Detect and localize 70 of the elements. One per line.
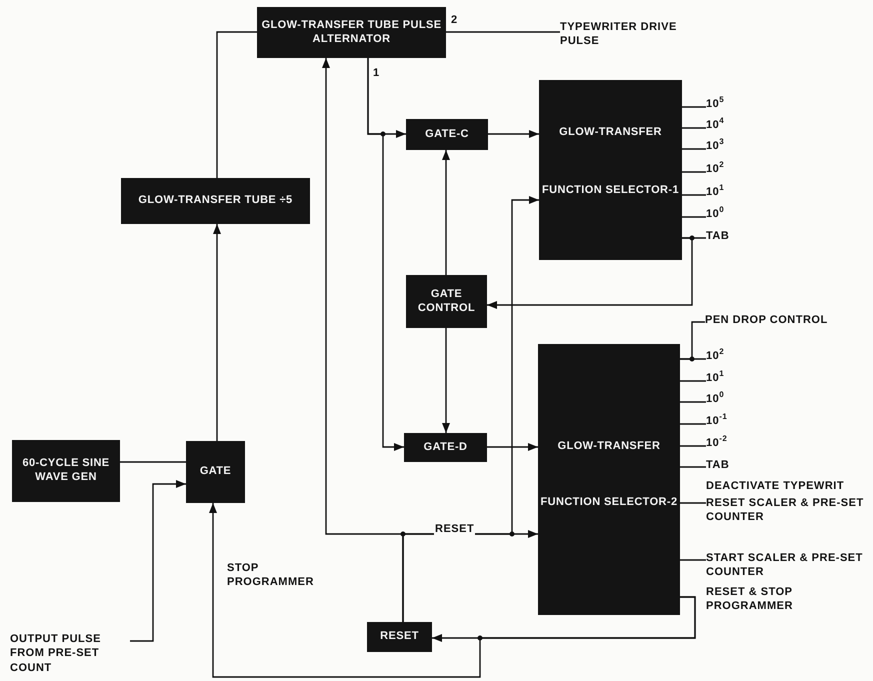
signal-label: 10$^{2}$ [706,349,724,364]
arrow [367,58,404,451]
connector-line [682,148,706,150]
arrow [130,480,186,642]
arrow [402,196,539,622]
block [404,433,487,462]
signal-label: TYPEWRITER DRIVE PULSE [560,20,678,49]
block [406,275,487,328]
block-label: GATE [200,465,232,479]
connector-line [680,445,706,447]
block-label: GLOW-TRANSFER TUBE PULSE ALTERNATOR [260,18,442,46]
block-label: GATE CONTROL [416,288,476,316]
signal-label: 10$^{0}$ [706,392,724,406]
signal-label: 10$^{1}$ [706,185,724,200]
block [257,7,446,58]
signal-label: 10$^{4}$ [706,118,724,132]
signal-label: PEN DROP CONTROL [705,313,828,328]
arrow [442,328,450,433]
block [538,344,680,615]
block [367,622,432,652]
connector-line [680,559,706,561]
connector-line [120,461,186,463]
note-label: RESET & STOP PROGRAMMER [706,585,794,614]
connector-line [446,31,560,33]
arrow [213,224,221,441]
arrow [209,503,696,678]
connector-line [680,502,706,504]
arrow [488,130,539,138]
block [12,440,120,502]
block-label: RESET [380,630,419,644]
connector-line [216,31,257,178]
connector-line [682,171,706,173]
note-label: DEACTIVATE TYPEWRIT [706,479,846,494]
signal-label: 10$^{0}$ [706,207,724,222]
signal-label: START SCALER & PRE-SET COUNTER [706,551,864,580]
block-label: GLOW-TRANSFER [556,440,662,454]
block-label: FUNCTION SELECTOR-1 [541,184,680,198]
block-label: GATE-C [425,128,469,142]
signal-label: TAB [706,458,730,472]
signal-label: 10$^{-1}$ [706,414,728,428]
signal-label: 10$^{1}$ [706,371,724,386]
signal-label: 10$^{-2}$ [706,436,728,450]
connector-line [682,127,706,129]
block [186,441,245,503]
connector-line [680,423,706,425]
arrow [442,150,450,275]
signal-label: RESET SCALER & PRE-SET COUNTER [706,496,865,525]
signal-label: TAB [706,229,730,244]
arrow [487,443,538,451]
signal-label: 10$^{5}$ [706,97,724,112]
connector-line [682,106,706,108]
block [121,178,310,224]
connector-line [680,358,706,360]
connector-line [682,216,706,218]
block-label: GLOW-TRANSFER TUBE ÷5 [138,194,293,208]
block-label: GLOW-TRANSFER [558,126,663,140]
block-label: FUNCTION SELECTOR-2 [540,496,678,510]
block-label: 60-CYCLE SINE WAVE GEN [21,457,111,485]
block [406,119,488,150]
connector-line [680,466,706,468]
connector-line [680,380,706,382]
connector-line [682,194,706,196]
signal-label: 10$^{2}$ [706,162,724,176]
block [539,80,682,260]
signal-label: OUTPUT PULSE FROM PRE-SET COUNT [10,632,102,675]
connector-line [680,401,706,403]
arrow [487,237,693,309]
signal-label: 10$^{3}$ [706,139,724,154]
block-label: GATE-D [424,440,468,454]
edge-label: RESET [434,522,476,536]
